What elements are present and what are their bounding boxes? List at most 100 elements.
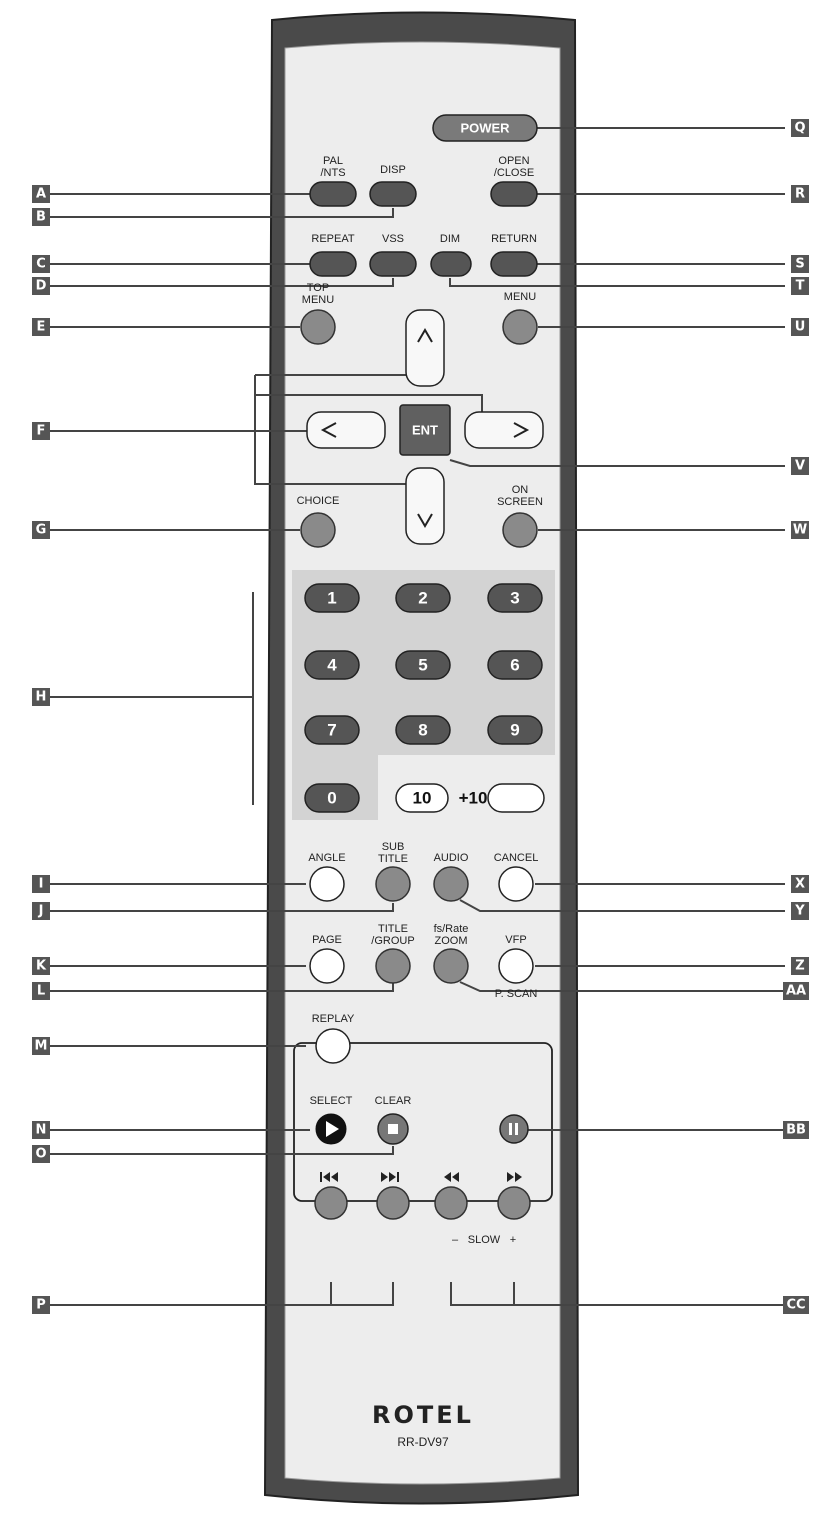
slow-minus-label: – xyxy=(452,1234,459,1246)
cancel-button[interactable] xyxy=(498,866,534,902)
vss-button[interactable] xyxy=(369,251,417,277)
disp-label: DISP xyxy=(380,164,406,176)
callout-t-text: T xyxy=(796,279,805,294)
callout-v-text: V xyxy=(795,459,805,474)
nav-up-button[interactable] xyxy=(405,309,445,387)
subtitle-label-1: SUB xyxy=(382,841,405,853)
open-label-2: /CLOSE xyxy=(494,167,534,179)
repeat-button[interactable] xyxy=(309,251,357,277)
title-group-button[interactable] xyxy=(375,948,411,984)
callout-d-text: D xyxy=(36,279,47,294)
digit-7-button[interactable] xyxy=(304,715,360,745)
on-screen-button[interactable] xyxy=(502,512,538,548)
callout-k-text: K xyxy=(36,959,47,974)
return-button[interactable] xyxy=(490,251,538,277)
replay-button[interactable] xyxy=(315,1028,351,1064)
chevron-down-icon xyxy=(417,513,433,528)
p-scan-label: P. SCAN xyxy=(495,988,538,1000)
fast-forward-button[interactable] xyxy=(497,1186,531,1220)
digit-8-button[interactable] xyxy=(395,715,451,745)
audio-button[interactable] xyxy=(433,866,469,902)
ten-label: 10 xyxy=(413,789,432,808)
callout-p-text: P xyxy=(36,1298,46,1313)
callout-k xyxy=(32,957,50,975)
clear-label: CLEAR xyxy=(375,1095,412,1107)
digit-1-button[interactable] xyxy=(304,583,360,613)
digit-4-button[interactable] xyxy=(304,650,360,680)
vfp-button[interactable] xyxy=(498,948,534,984)
open-close-button[interactable] xyxy=(490,181,538,207)
digit-0-label: 0 xyxy=(327,789,336,808)
top-menu-button[interactable] xyxy=(300,309,336,345)
zoom-label: ZOOM xyxy=(435,935,468,947)
digit-2-button[interactable] xyxy=(395,583,451,613)
rewind-icon xyxy=(444,1172,459,1182)
callout-u xyxy=(791,318,809,336)
callout-a-text: A xyxy=(36,187,46,202)
callout-r xyxy=(791,185,809,203)
callout-i xyxy=(32,875,50,893)
digit-9-button[interactable] xyxy=(487,715,543,745)
callout-b xyxy=(32,208,50,226)
pal-label-1: PAL xyxy=(323,155,343,167)
plus-ten-button[interactable] xyxy=(487,783,545,813)
callout-h xyxy=(32,688,50,706)
subtitle-button[interactable] xyxy=(375,866,411,902)
top-menu-label-1: TOP xyxy=(307,282,329,294)
pause-button[interactable] xyxy=(499,1114,529,1144)
page-button[interactable] xyxy=(309,948,345,984)
callout-y-text: Y xyxy=(794,904,805,919)
dim-button[interactable] xyxy=(430,251,472,277)
callout-q-text: Q xyxy=(794,121,805,136)
ten-plus-ten: 10 +10 xyxy=(395,783,545,813)
ten-button[interactable] xyxy=(395,783,449,813)
digit-1-label: 1 xyxy=(327,589,336,608)
brand-logo: ROTEL xyxy=(372,1401,474,1429)
callout-g-text: G xyxy=(36,523,47,538)
skip-forward-button[interactable] xyxy=(376,1186,410,1220)
pause-icon xyxy=(509,1123,512,1135)
digit-8-label: 8 xyxy=(418,721,427,740)
digit-4-label: 4 xyxy=(327,656,337,675)
fs-rate-label: fs/Rate xyxy=(434,923,469,935)
skip-forward-icon xyxy=(381,1172,399,1182)
menu-label: MENU xyxy=(504,291,536,303)
callout-a xyxy=(32,185,50,203)
choice-label: CHOICE xyxy=(297,495,340,507)
zoom-button[interactable] xyxy=(433,948,469,984)
callout-w xyxy=(791,521,809,539)
disp-button[interactable] xyxy=(369,181,417,207)
callout-s xyxy=(791,255,809,273)
digit-6-label: 6 xyxy=(510,656,519,675)
callout-p xyxy=(32,1296,50,1314)
digit-0-button[interactable] xyxy=(304,783,360,813)
digit-6-button[interactable] xyxy=(487,650,543,680)
angle-button[interactable] xyxy=(309,866,345,902)
pal-ntsc-button[interactable] xyxy=(309,181,357,207)
power-label: POWER xyxy=(460,121,510,136)
power-button[interactable] xyxy=(432,114,538,142)
callout-l xyxy=(32,982,50,1000)
ent-label: ENT xyxy=(412,423,438,438)
callout-f xyxy=(32,422,50,440)
rewind-button[interactable] xyxy=(434,1186,468,1220)
transport-frame xyxy=(293,1042,553,1202)
choice-button[interactable] xyxy=(300,512,336,548)
chevron-up-icon xyxy=(417,328,433,343)
nav-right-button[interactable] xyxy=(464,411,544,449)
digit-5-button[interactable] xyxy=(395,650,451,680)
callout-y xyxy=(791,902,809,920)
skip-back-button[interactable] xyxy=(314,1186,348,1220)
ent-button[interactable] xyxy=(399,404,451,456)
callout-aa-text: AA xyxy=(786,984,806,999)
callout-z-text: Z xyxy=(795,959,804,974)
menu-button[interactable] xyxy=(502,309,538,345)
callout-n-text: N xyxy=(36,1123,47,1138)
play-icon xyxy=(326,1121,339,1137)
branding: ROTEL RR-DV97 xyxy=(372,1401,474,1449)
nav-left-button[interactable] xyxy=(306,411,386,449)
nav-down-button[interactable] xyxy=(405,467,445,545)
digit-3-button[interactable] xyxy=(487,583,543,613)
callout-i-text: I xyxy=(39,877,44,892)
